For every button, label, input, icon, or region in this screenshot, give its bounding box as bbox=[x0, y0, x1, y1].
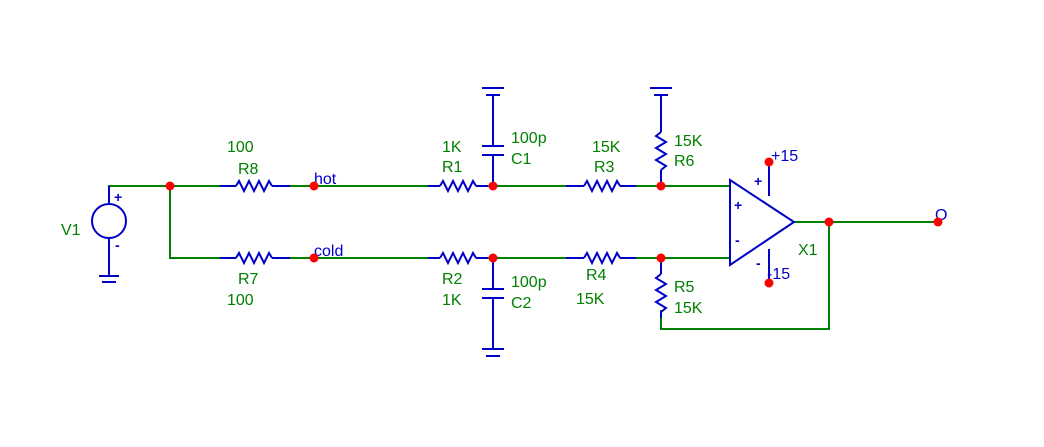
r4-label: R4 bbox=[586, 267, 607, 284]
r3-value: 15K bbox=[592, 139, 621, 156]
r6-label: R6 bbox=[674, 153, 695, 170]
node-supply-neg bbox=[764, 278, 774, 288]
node-r5 bbox=[656, 253, 666, 263]
r5-value: 15K bbox=[674, 300, 703, 317]
v1-minus-sign: - bbox=[115, 237, 120, 253]
c2-label: C2 bbox=[511, 295, 532, 312]
resistor-r4 bbox=[566, 250, 636, 266]
r4-value: 15K bbox=[576, 291, 605, 308]
r3-label: R3 bbox=[594, 159, 615, 176]
net-label-hot: hot bbox=[314, 171, 337, 188]
opamp-in-minus-sign: - bbox=[735, 232, 740, 248]
node-output-junction bbox=[824, 217, 834, 227]
wire-junction-r7 bbox=[169, 186, 220, 259]
node-input-junction bbox=[165, 181, 175, 191]
r8-value: 100 bbox=[227, 139, 254, 156]
r5-label: R5 bbox=[674, 279, 695, 296]
resistor-r8 bbox=[220, 178, 290, 194]
net-label-cold: cold bbox=[314, 243, 343, 260]
opamp-supply-neg: -15 bbox=[767, 266, 790, 283]
r7-label: R7 bbox=[238, 271, 259, 288]
r6-value: 15K bbox=[674, 133, 703, 150]
resistor-r3 bbox=[566, 178, 636, 194]
r2-label: R2 bbox=[442, 271, 463, 288]
node-hot bbox=[309, 181, 319, 191]
opamp-supply-pos: +15 bbox=[771, 148, 798, 165]
resistor-r5 bbox=[654, 258, 668, 318]
wire-feedback bbox=[660, 222, 830, 330]
opamp-vneg-sign: - bbox=[756, 255, 761, 271]
node-c2 bbox=[488, 253, 498, 263]
resistor-r2 bbox=[428, 250, 488, 266]
resistor-r6 bbox=[650, 87, 672, 186]
opamp-vpos-sign: + bbox=[754, 173, 762, 189]
c2-value: 100p bbox=[511, 274, 547, 291]
r8-label: R8 bbox=[238, 161, 259, 178]
resistor-r7 bbox=[220, 250, 290, 266]
v1-label: V1 bbox=[61, 222, 81, 239]
opamp-in-plus-sign: + bbox=[734, 197, 742, 213]
node-c1 bbox=[488, 181, 498, 191]
c1-label: C1 bbox=[511, 151, 532, 168]
r1-value: 1K bbox=[442, 139, 462, 156]
node-r6 bbox=[656, 181, 666, 191]
resistor-r1 bbox=[428, 178, 488, 194]
node-output bbox=[933, 217, 943, 227]
node-supply-pos bbox=[764, 157, 774, 167]
voltage-source-v1: + - bbox=[91, 186, 127, 283]
v1-plus-sign: + bbox=[114, 189, 122, 205]
opamp-x1: + - + - bbox=[729, 162, 796, 283]
capacitor-c1 bbox=[482, 87, 504, 186]
nodes bbox=[165, 157, 943, 288]
c1-value: 100p bbox=[511, 130, 547, 147]
opamp-label: X1 bbox=[798, 242, 818, 259]
node-cold bbox=[309, 253, 319, 263]
r7-value: 100 bbox=[227, 292, 254, 309]
capacitor-c2 bbox=[482, 258, 504, 357]
r1-label: R1 bbox=[442, 159, 463, 176]
r2-value: 1K bbox=[442, 292, 462, 309]
